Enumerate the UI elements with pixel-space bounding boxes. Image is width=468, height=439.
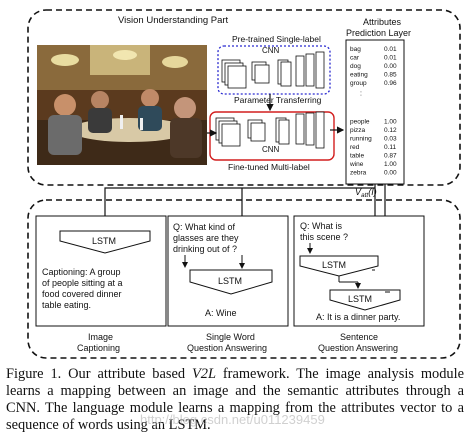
attribute-name: running [350, 136, 372, 143]
captioning-text-1: Captioning: A group [42, 267, 121, 277]
attribute-name: pizza [350, 127, 366, 134]
captioning-text-2: of people sitting at a [42, 278, 123, 288]
sentence-qa-question-2: this scene ? [300, 232, 348, 242]
attribute-name: group [350, 80, 367, 87]
single-qa-question-3: drinking out of ? [173, 244, 237, 254]
attribute-name: wine [349, 161, 364, 168]
figure-caption: Figure 1. Our attribute based V2L framew… [6, 366, 464, 434]
single-qa-question-2: glasses are they [173, 233, 239, 243]
attribute-value: 1.00 [384, 119, 397, 126]
finetuned-cnn-layers [215, 111, 325, 149]
attribute-value: 0.01 [384, 55, 397, 62]
sentence-qa-answer: A: It is a dinner party. [316, 312, 400, 322]
attribute-value: 0.11 [384, 144, 397, 151]
attribute-name: eating [350, 72, 368, 79]
finetuned-cnn-title: Fine-tuned Multi-label [228, 162, 310, 172]
attributes-list: bag 0.01 car 0.01 dog 0.00 eating 0.85 group 0.96… [349, 46, 397, 177]
sentence-qa-label-1: Sentence [340, 332, 378, 342]
attributes-title-2: Prediction Layer [346, 28, 411, 38]
sentence-qa-lstm2-label: LSTM [348, 294, 372, 304]
attribute-name: dog [350, 63, 361, 70]
captioning-lstm-label: LSTM [92, 236, 116, 246]
attribute-value: 0.00 [384, 170, 397, 177]
attribute-value: 0.03 [384, 136, 397, 143]
captioning-label-2: Captioning [77, 343, 120, 353]
caption-suffix: framework. The image analysis module lea… [6, 366, 464, 433]
attribute-value: 0.85 [384, 72, 397, 79]
pretrained-cnn-title: Pre-trained Single-label [232, 34, 321, 44]
input-photo [37, 45, 207, 165]
single-qa-label-1: Single Word [206, 332, 255, 342]
captioning-text-3: food covered dinner [42, 289, 122, 299]
attribute-value: 0.87 [384, 153, 397, 160]
attribute-value: 1.00 [384, 161, 397, 168]
attribute-name: bag [350, 46, 361, 53]
single-qa-lstm-label: LSTM [218, 276, 242, 286]
caption-italic-v2l: V2L [191, 366, 216, 382]
parameter-transfer-label: Parameter Transferring [234, 95, 322, 105]
single-qa-answer: A: Wine [205, 308, 237, 318]
attributes-title-1: Attributes [363, 17, 402, 27]
language-module-box [27, 199, 461, 359]
caption-prefix: Figure 1. Our attribute based [6, 366, 192, 382]
pretrained-cnn-layers [221, 51, 325, 89]
attribute-name: table [350, 153, 364, 160]
finetuned-cnn-label: CNN [262, 145, 280, 154]
vision-module-box [27, 9, 461, 186]
attribute-value: 0.96 [384, 80, 397, 87]
attribute-name: red [350, 144, 360, 151]
attribute-name: car [350, 55, 360, 62]
captioning-lstm-shape [59, 230, 151, 254]
attributes-ellipsis: : [360, 91, 362, 98]
sentence-qa-lstm1-label: LSTM [322, 260, 346, 270]
sentence-qa-lstm1-shape [299, 255, 379, 277]
sentence-qa-lstm2-shape [329, 289, 401, 311]
single-qa-lstm-shape [189, 269, 273, 295]
sentence-qa-question-1: Q: What is [300, 221, 343, 231]
captioning-label-1: Image [88, 332, 113, 342]
vatt-label: Vatt(I) [355, 187, 377, 199]
attribute-value: 0.01 [384, 46, 397, 53]
attribute-value: 0.12 [384, 127, 397, 134]
single-qa-label-2: Question Answering [187, 343, 267, 353]
vision-module-title: Vision Understanding Part [118, 15, 229, 26]
attribute-name: zebra [350, 170, 367, 177]
sentence-qa-label-2: Question Answering [318, 343, 398, 353]
pretrained-cnn-box [217, 45, 331, 95]
attribute-name: people [350, 119, 370, 126]
single-qa-question-1: Q: What kind of [173, 222, 236, 232]
captioning-text-4: table eating. [42, 300, 91, 310]
attributes-box [345, 39, 405, 185]
attribute-value: 0.00 [384, 63, 397, 70]
pretrained-cnn-label: CNN [262, 46, 280, 55]
